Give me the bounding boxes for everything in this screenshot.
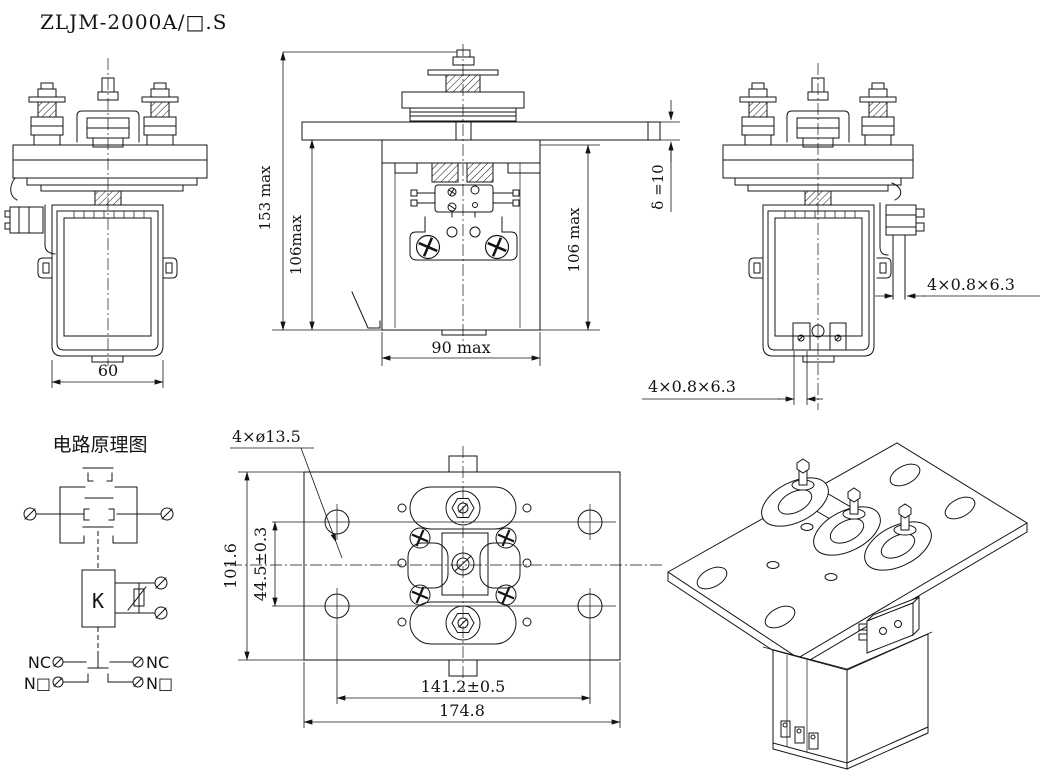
bolt-3 <box>893 503 917 536</box>
isometric-view <box>667 442 1028 770</box>
top-tab <box>448 455 478 473</box>
frame-foot <box>802 355 835 363</box>
hole-callout: 4×ø13.5 <box>230 427 343 559</box>
aux-terminal-assembly <box>879 182 925 300</box>
bolt-2 <box>842 487 866 520</box>
dim-terminal-bottom: 4×0.8×6.3 <box>648 377 736 396</box>
body-foot <box>441 329 487 336</box>
contact-bracket <box>409 216 518 261</box>
wire-hook <box>351 291 381 329</box>
drawing-title: ZLJM-2000A/□.S <box>40 10 228 34</box>
side-view: 153 max 106max 106 max δ =10 90 max <box>256 44 680 366</box>
plan-view: 4×ø13.5 101.6 44.5±0.3 141.2±0.5 174.8 <box>221 427 662 728</box>
dim-holes-label: 4×ø13.5 <box>232 427 301 446</box>
center-terminal-stack <box>401 49 525 141</box>
dim-141-2: 141.2±0.5 <box>421 677 506 696</box>
hole-centerlines <box>272 504 616 624</box>
bolt-1 <box>791 458 815 491</box>
coil-core <box>804 190 832 206</box>
dim-106max-right: 106 max <box>565 207 583 273</box>
aux-switch-3d <box>858 595 920 654</box>
coil-label: K <box>92 589 104 613</box>
circuit-schematic: 电路原理图 K <box>23 434 174 693</box>
dim-terminal-right: 4×0.8×6.3 <box>927 275 1015 294</box>
coil-core <box>94 190 122 206</box>
aux-switch-block <box>410 184 520 218</box>
dim-106max-left: 106max <box>287 214 305 275</box>
front-view: 60 <box>4 58 208 388</box>
bottom-terminal-dimension: 4×0.8×6.3 <box>642 351 823 405</box>
depth-dimension: 101.6 <box>221 471 304 661</box>
main-contacts <box>23 467 174 544</box>
dim-44-5: 44.5±0.3 <box>251 527 270 601</box>
coil: K <box>81 569 168 628</box>
dim-101-6: 101.6 <box>221 543 240 589</box>
dim-delta-10: δ =10 <box>649 164 667 209</box>
contactor-body-3d <box>762 631 933 770</box>
circuit-title: 电路原理图 <box>52 434 147 456</box>
mounting-holes <box>324 509 603 619</box>
bottom-coil-terminals <box>792 322 847 351</box>
frame-foot <box>91 355 124 363</box>
width-dimension: 90 max <box>381 332 541 366</box>
dim-60: 60 <box>98 361 118 380</box>
label-nc-left: NC <box>28 653 51 672</box>
width-dimension: 174.8 <box>303 662 621 728</box>
bottom-tab <box>448 659 478 677</box>
mounting-plate-outline <box>303 471 621 661</box>
center-assembly <box>397 486 532 645</box>
width-dimension: 60 <box>51 360 164 388</box>
height-dimensions: 153 max 106max 106 max <box>256 51 600 331</box>
magnet-frame <box>762 204 875 357</box>
mounting-plate <box>722 144 914 192</box>
mounting-plate <box>301 121 661 141</box>
magnet-frame <box>51 204 164 357</box>
side-ears <box>748 257 892 279</box>
plate-thickness-dimension: δ =10 <box>649 100 680 212</box>
aux-connector <box>4 177 56 255</box>
mounting-plate <box>12 144 208 192</box>
terminal-studs <box>28 77 179 148</box>
aux-terminal-dimension: 4×0.8×6.3 <box>875 275 1040 299</box>
base-plate-3d <box>667 442 1028 668</box>
label-no-left: N□ <box>24 674 51 693</box>
right-side-view: 4×0.8×6.3 4×0.8×6.3 <box>642 63 1040 410</box>
dim-153max: 153 max <box>256 165 274 231</box>
side-ears <box>37 257 178 279</box>
label-nc-right: NC <box>146 653 169 672</box>
terminal-stacks-3d <box>761 458 932 571</box>
label-no-right: N□ <box>146 674 173 693</box>
dim-90max: 90 max <box>431 338 490 357</box>
hole-pitch-v-dimension: 44.5±0.3 <box>251 521 278 607</box>
hole-pitch-h-dimension: 141.2±0.5 <box>336 624 591 704</box>
dim-174-8: 174.8 <box>439 701 485 720</box>
auxiliary-contacts: NC N□ NC N□ <box>24 652 173 693</box>
